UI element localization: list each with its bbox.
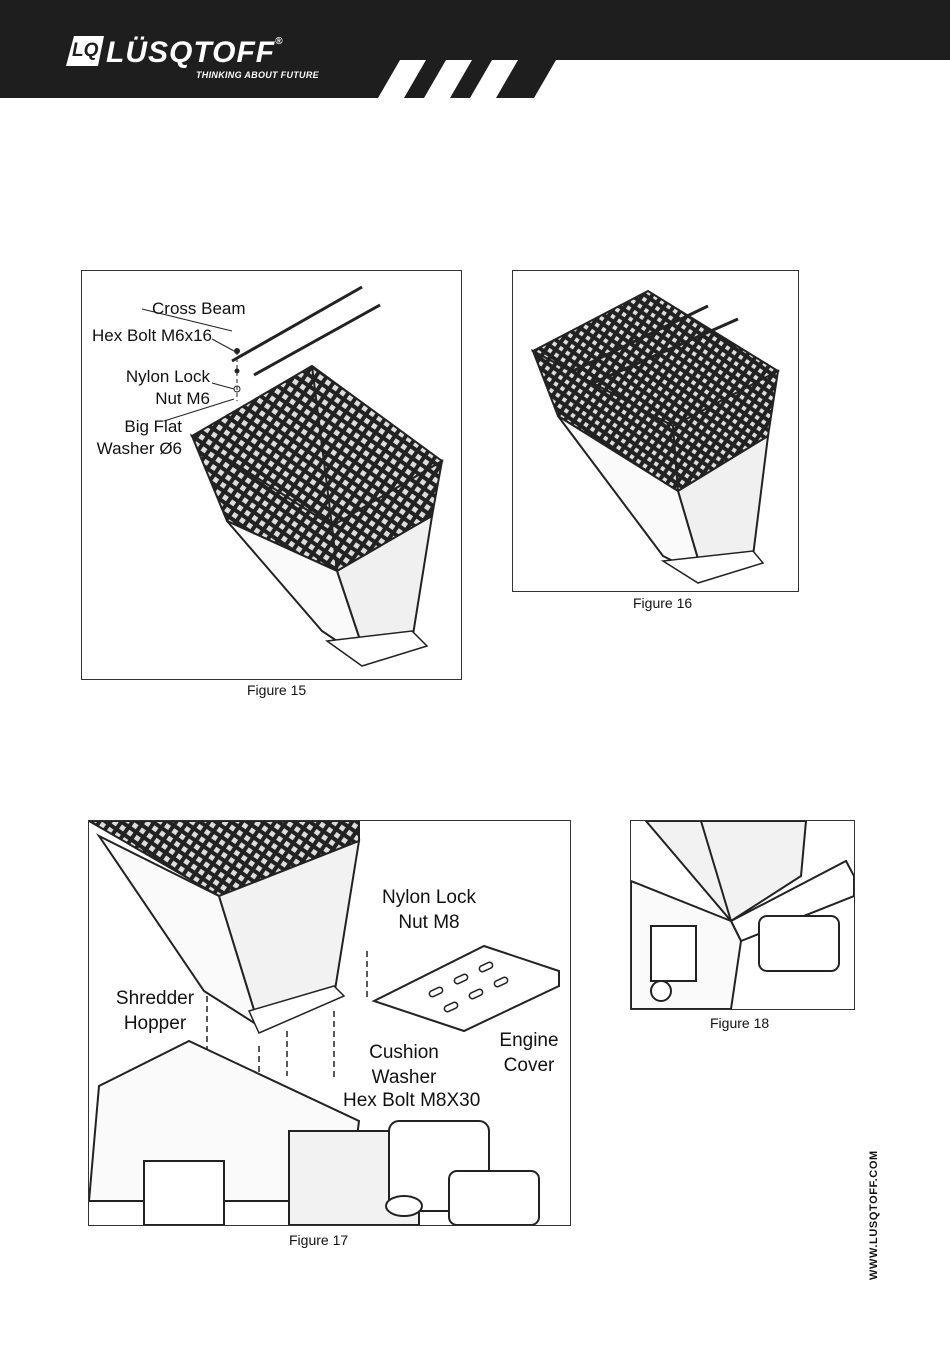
- logo-mark: LQ: [72, 40, 98, 62]
- engine-cover-mounted-icon: [631, 821, 854, 1009]
- label-engine-line1: Engine: [494, 1028, 564, 1053]
- label-hex-bolt-m8: Hex Bolt M8X30: [343, 1088, 480, 1113]
- label-big-flat-washer: Big Flat Washer Ø6: [90, 416, 182, 460]
- label-shredder-line2: Hopper: [110, 1011, 200, 1036]
- hopper-assembled-icon: [513, 271, 798, 591]
- label-engine-cover: Engine Cover: [494, 1028, 564, 1078]
- figure-18-caption: Figure 18: [710, 1015, 769, 1031]
- label-nylon-lock-m6: Nylon Lock Nut M6: [114, 366, 210, 410]
- label-nylon-lock-line1: Nylon Lock: [114, 366, 210, 388]
- label-shredder-line1: Shredder: [110, 986, 200, 1011]
- registered-mark: ®: [275, 36, 283, 47]
- figure-16-caption: Figure 16: [633, 595, 692, 611]
- figure-17-caption: Figure 17: [289, 1232, 348, 1248]
- label-nylon-lock-m8: Nylon Lock Nut M8: [374, 885, 484, 935]
- brand-logo: LÜSQTOFF®: [106, 36, 283, 70]
- figure-15-caption: Figure 15: [247, 682, 306, 698]
- label-engine-line2: Cover: [494, 1053, 564, 1078]
- label-nylon-lock-m8-line2: Nut M8: [374, 910, 484, 935]
- figure-16-frame: [512, 270, 799, 592]
- website-url[interactable]: WWW.LUSQTOFF.COM: [868, 1150, 880, 1280]
- figure-18-frame: [630, 820, 855, 1010]
- label-cushion-line1: Cushion: [364, 1040, 444, 1065]
- label-cushion-washer: Cushion Washer: [364, 1040, 444, 1090]
- label-big-flat-line2: Washer Ø6: [90, 438, 182, 460]
- label-cushion-line2: Washer: [364, 1065, 444, 1090]
- label-hex-bolt-m6: Hex Bolt M6x16: [92, 325, 212, 347]
- label-nylon-lock-m8-line1: Nylon Lock: [374, 885, 484, 910]
- brand-name: LÜSQTOFF: [106, 36, 275, 69]
- label-nylon-lock-line2: Nut M6: [114, 388, 210, 410]
- label-big-flat-line1: Big Flat: [90, 416, 182, 438]
- label-shredder-hopper: Shredder Hopper: [110, 986, 200, 1036]
- brand-tagline: THINKING ABOUT FUTURE: [196, 70, 319, 80]
- label-cross-beam: Cross Beam: [152, 298, 246, 320]
- page-header: LQ LÜSQTOFF® THINKING ABOUT FUTURE: [0, 0, 950, 98]
